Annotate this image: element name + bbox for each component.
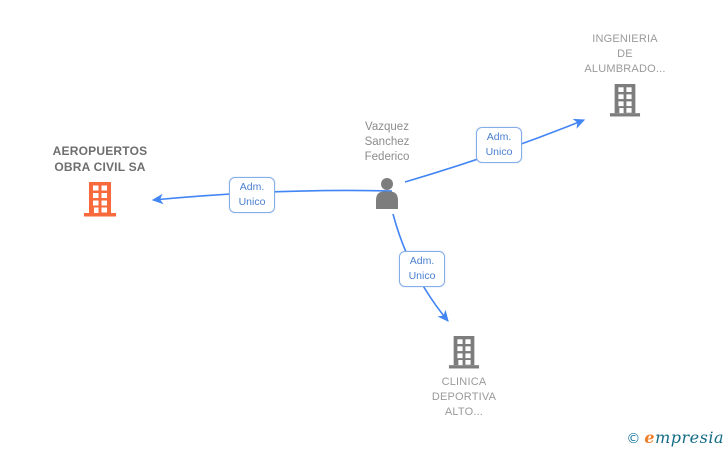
company-name[interactable]: INGENIERIA DE ALUMBRADO... [555,32,695,77]
company-name-line: OBRA CIVIL SA [54,160,146,174]
person-icon[interactable] [372,177,402,209]
brand-rest: mpresia [655,428,724,447]
brand-wordmark: empresia [644,428,724,447]
person-name[interactable]: Vazquez Sanchez Federico [317,120,457,165]
company-name-line: CLINICA [441,376,487,388]
company-name-line: AEROPUERTOS [52,144,148,158]
node-company-aeropuertos[interactable]: AEROPUERTOS OBRA CIVIL SA [30,143,170,217]
node-company-clinica[interactable]: CLINICA DEPORTIVA ALTO... [394,334,534,420]
company-name[interactable]: CLINICA DEPORTIVA ALTO... [394,375,534,420]
company-name-line: ALTO... [444,406,484,418]
building-icon[interactable] [83,181,117,217]
building-icon[interactable] [448,334,480,370]
edge-label-adm-unico-right: Adm. Unico [476,127,522,163]
edge-label-line: Unico [408,270,436,282]
building-icon[interactable] [609,83,641,117]
company-name-line: DEPORTIVA [431,391,497,403]
edge-label-adm-unico-left: Adm. Unico [229,177,275,213]
brand-first-letter: e [644,428,656,447]
node-company-ingenieria[interactable]: INGENIERIA DE ALUMBRADO... [555,32,695,117]
company-name-line: ALUMBRADO... [584,63,666,75]
edge-label-adm-unico-bottom: Adm. Unico [399,251,445,287]
node-person-vazquez[interactable]: Vazquez Sanchez Federico [317,120,457,209]
edge-arrow-to-aeropuertos [151,189,393,205]
edge-label-line: Adm. [239,181,265,193]
person-name-line: Sanchez [364,136,410,148]
copyright-icon: © [626,431,641,447]
edge-label-line: Adm. [486,131,512,143]
edge-label-line: Adm. [409,255,435,267]
edge-label-line: Unico [238,196,266,208]
person-name-line: Vazquez [365,121,409,133]
edge-label-line: Unico [485,146,513,158]
empresia-logo: © empresia [626,428,724,447]
company-name[interactable]: AEROPUERTOS OBRA CIVIL SA [30,143,170,175]
company-name-line: DE [617,48,633,60]
company-name-line: INGENIERIA [592,33,658,45]
person-name-line: Federico [364,151,410,163]
